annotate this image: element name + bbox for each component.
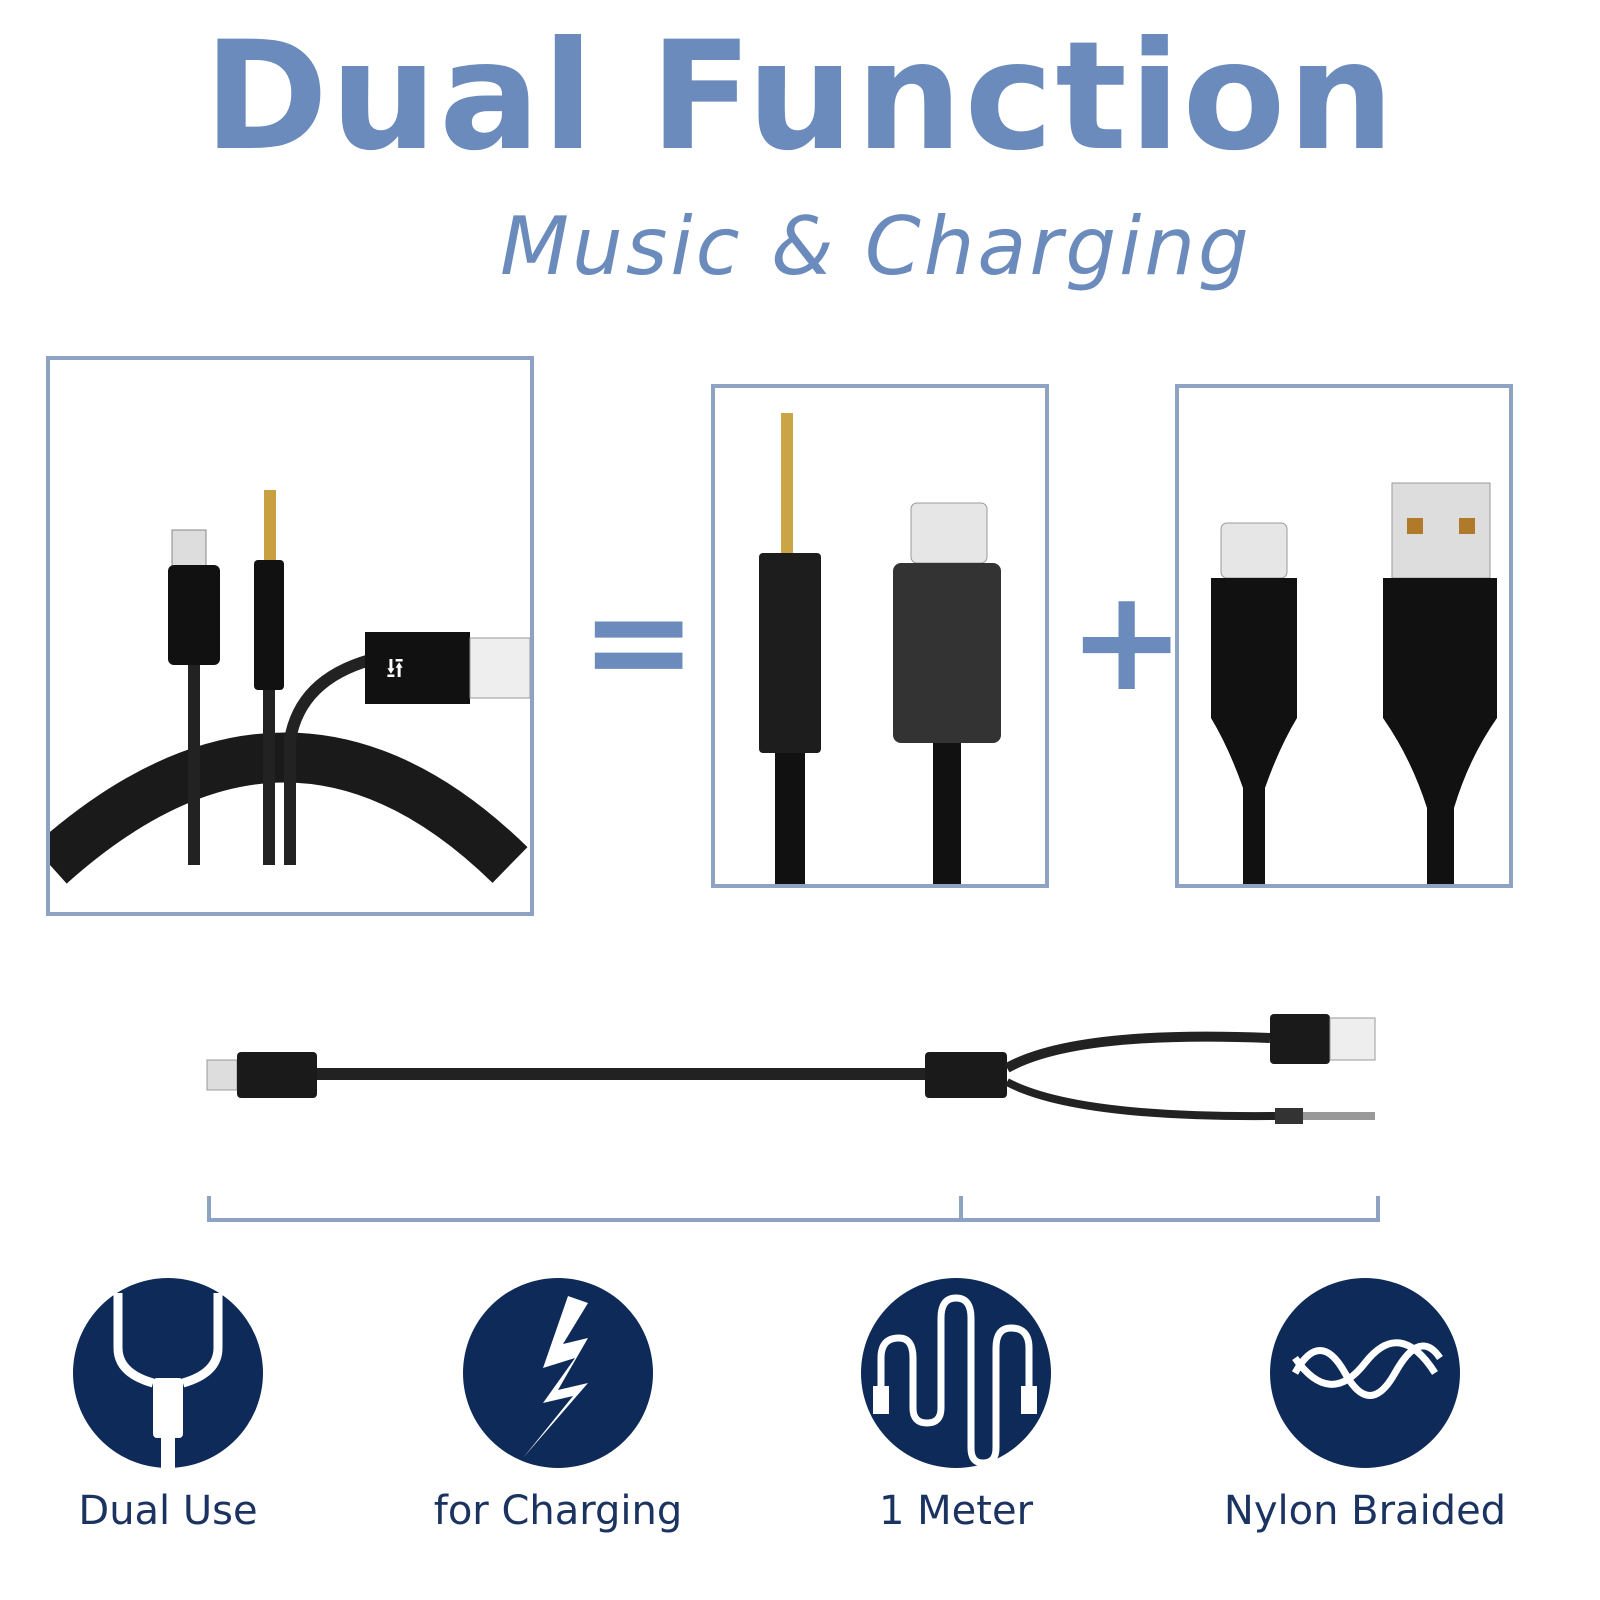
feature-charging: for Charging xyxy=(378,1278,738,1534)
feature-braided: Nylon Braided xyxy=(1185,1278,1545,1534)
audio-typec-panel xyxy=(711,384,1049,888)
feature-dual-use: Dual Use xyxy=(0,1278,348,1534)
combined-cable-panel: ⭿ xyxy=(33,356,534,916)
coiled-cable-icon xyxy=(861,1278,1051,1468)
wave-braid-icon xyxy=(1270,1278,1460,1468)
y-splitter-icon xyxy=(73,1278,263,1468)
feature-label: 1 Meter xyxy=(878,1488,1034,1534)
feature-length: 1 Meter xyxy=(776,1278,1136,1534)
equals-sign: = xyxy=(580,560,698,723)
typec-usb-image xyxy=(1211,482,1497,884)
feature-label: Nylon Braided xyxy=(1223,1488,1507,1534)
usb-symbol-icon: ⭿ xyxy=(386,652,404,685)
plus-sign: + xyxy=(1068,560,1186,723)
feature-label: for Charging xyxy=(433,1488,683,1534)
page-title: Dual Function xyxy=(203,10,1397,184)
combined-cable-image: ⭿ xyxy=(33,490,531,884)
audio-typec-image xyxy=(759,413,1001,884)
page-subtitle: Music & Charging xyxy=(500,200,1252,293)
typec-usb-panel xyxy=(1175,384,1513,888)
lightning-icon xyxy=(463,1278,653,1468)
feature-label: Dual Use xyxy=(78,1488,258,1534)
length-indicator xyxy=(207,1196,1380,1222)
full-cable-diagram xyxy=(206,1014,1380,1222)
